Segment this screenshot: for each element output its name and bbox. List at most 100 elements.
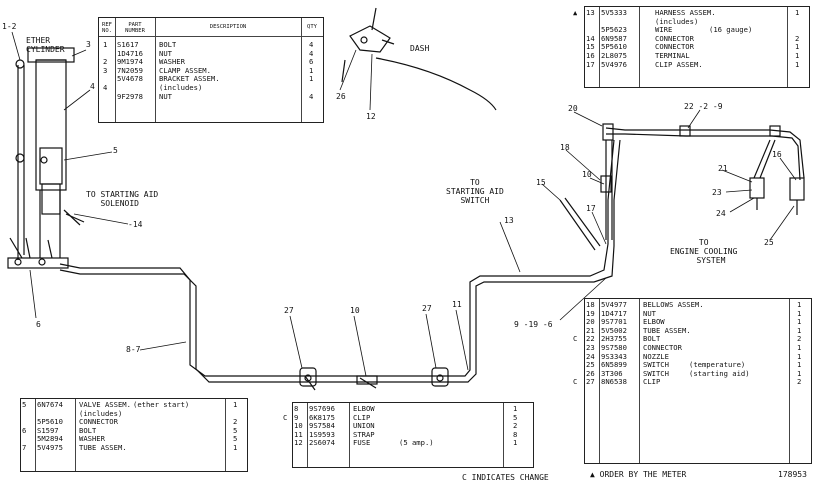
callout-23: 23 <box>712 188 722 197</box>
cell-ref: 12 <box>294 439 303 448</box>
callout-21: 21 <box>718 164 728 173</box>
c-indicates-change: C INDICATES CHANGE <box>462 473 549 482</box>
cell-part: 9S7696 <box>309 405 335 413</box>
cell-note: (temperature) <box>689 361 746 370</box>
cell-qty: 1 <box>309 66 314 75</box>
callout-1-2: 1-2 <box>2 22 17 31</box>
cell-part: 2L8075 <box>601 51 627 60</box>
cell-qty: 1 <box>513 439 518 448</box>
cell-part: S1617 <box>117 41 139 49</box>
cell-qty: 1 <box>797 326 802 335</box>
cell-qty: 1 <box>797 318 802 327</box>
cell-desc: WASHER <box>159 58 185 67</box>
callout-11: 11 <box>452 300 462 309</box>
wiring-harness <box>559 123 805 251</box>
cell-qty: 1 <box>797 309 802 318</box>
clip-27-right <box>431 367 449 387</box>
cell-qty: 4 <box>309 49 314 58</box>
cell-qty: 4 <box>309 41 314 49</box>
cell-qty: 2 <box>513 422 518 431</box>
dash-switch <box>341 7 497 111</box>
cell-qty: 2 <box>795 34 800 43</box>
cell-mark: C <box>283 413 288 422</box>
cell-ref: 24 <box>586 352 595 361</box>
cell-part: 5V5002 <box>601 326 627 335</box>
cell-qty: 1 <box>795 43 800 52</box>
cell-ref: 3 <box>103 66 108 75</box>
col-qty: QTY <box>307 24 317 30</box>
cell-part: 9M1974 <box>117 58 143 67</box>
cell-qty: 1 <box>795 9 800 17</box>
cell-part: 9S7701 <box>601 318 627 327</box>
cell-qty: 1 <box>797 369 802 378</box>
cell-ref: 5 <box>22 401 27 409</box>
cell-desc: CONNECTOR <box>643 343 682 352</box>
cell-part: 9S7580 <box>601 343 627 352</box>
cell-part: 9S3343 <box>601 352 627 361</box>
cell-part: S1597 <box>37 426 59 435</box>
cell-qty: 2 <box>797 335 802 344</box>
cell-desc: BOLT <box>79 426 97 435</box>
parts-row: 4(includes) <box>99 84 323 93</box>
cell-qty: 1 <box>233 443 238 452</box>
cell-desc: TERMINAL <box>655 51 690 60</box>
cell-ref: 9 <box>294 413 299 422</box>
cell-desc: CLIP <box>643 378 661 387</box>
cell-desc: NOZZLE <box>643 352 669 361</box>
cell-qty: 8 <box>513 430 518 439</box>
cell-ref: 19 <box>586 309 595 318</box>
cell-part: 5V4977 <box>601 301 627 309</box>
cell-desc: TUBE ASSEM. <box>79 443 127 452</box>
callout-27-left: 27 <box>284 306 294 315</box>
callout-22: 22 -2 -9 <box>684 102 723 111</box>
cell-desc: STRAP <box>353 430 375 439</box>
cell-desc: BOLT <box>159 41 177 49</box>
cell-part: 1D4716 <box>117 49 143 58</box>
cell-desc: NUT <box>159 49 172 58</box>
cell-qty: 1 <box>309 75 314 84</box>
cell-part: 6N5899 <box>601 361 627 370</box>
cell-qty: 4 <box>309 92 314 101</box>
cell-desc: NUT <box>643 309 656 318</box>
ether-cylinder-label: ETHER CYLINDER <box>26 36 65 54</box>
mounting-bracket <box>7 237 69 269</box>
cell-part: 2H3755 <box>601 335 627 344</box>
callout-24: 24 <box>716 209 726 218</box>
cell-ref: 13 <box>586 9 595 17</box>
cell-desc: (includes) <box>655 17 699 26</box>
callout-10-top: 10 <box>582 170 592 179</box>
cell-qty: 1 <box>233 401 238 409</box>
cell-ref: 18 <box>586 301 595 309</box>
cell-desc: NUT <box>159 92 172 101</box>
parts-row: (includes) <box>585 18 809 27</box>
cell-ref: 22 <box>586 335 595 344</box>
cell-desc: ELBOW <box>353 405 375 413</box>
figure-number: 178953 <box>778 470 807 479</box>
cell-ref: 4 <box>103 83 108 92</box>
col-desc: DESCRIPTION <box>209 24 247 30</box>
cell-qty: 1 <box>795 51 800 60</box>
cell-desc: WASHER <box>79 435 105 444</box>
cell-part: 6K8175 <box>309 413 335 422</box>
callout-8-7: 8-7 <box>126 345 141 354</box>
callout-18: 18 <box>560 143 570 152</box>
cell-qty: 1 <box>797 361 802 370</box>
cell-ref: 17 <box>586 60 595 69</box>
cell-desc: UNION <box>353 422 375 431</box>
cell-desc: CONNECTOR <box>655 34 694 43</box>
cell-ref: 1 <box>103 41 108 49</box>
cell-desc: WIRE <box>655 26 673 35</box>
